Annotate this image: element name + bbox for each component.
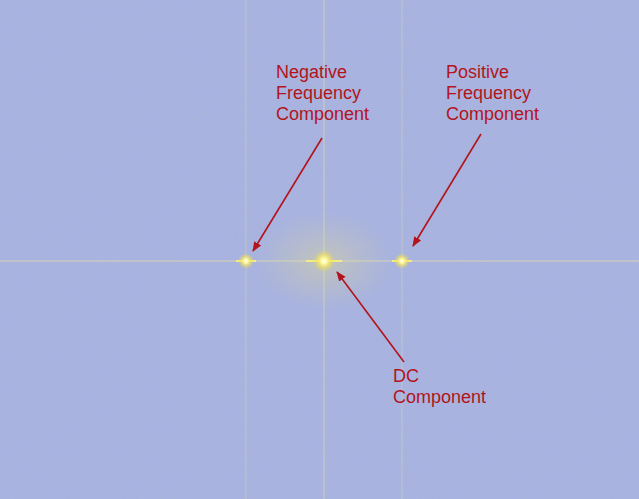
leader-arrow xyxy=(413,134,481,246)
negative-peak xyxy=(238,253,254,269)
leader-arrow xyxy=(253,138,322,251)
positive-frequency-label: Positive Frequency Component xyxy=(446,62,539,125)
positive-peak xyxy=(394,253,410,269)
dc-label: DC Component xyxy=(393,366,486,408)
vertical-streak xyxy=(402,0,403,499)
dc-peak xyxy=(313,250,335,272)
leader-arrow xyxy=(337,272,404,362)
negative-frequency-label: Negative Frequency Component xyxy=(276,62,369,125)
vertical-streak xyxy=(246,0,247,499)
